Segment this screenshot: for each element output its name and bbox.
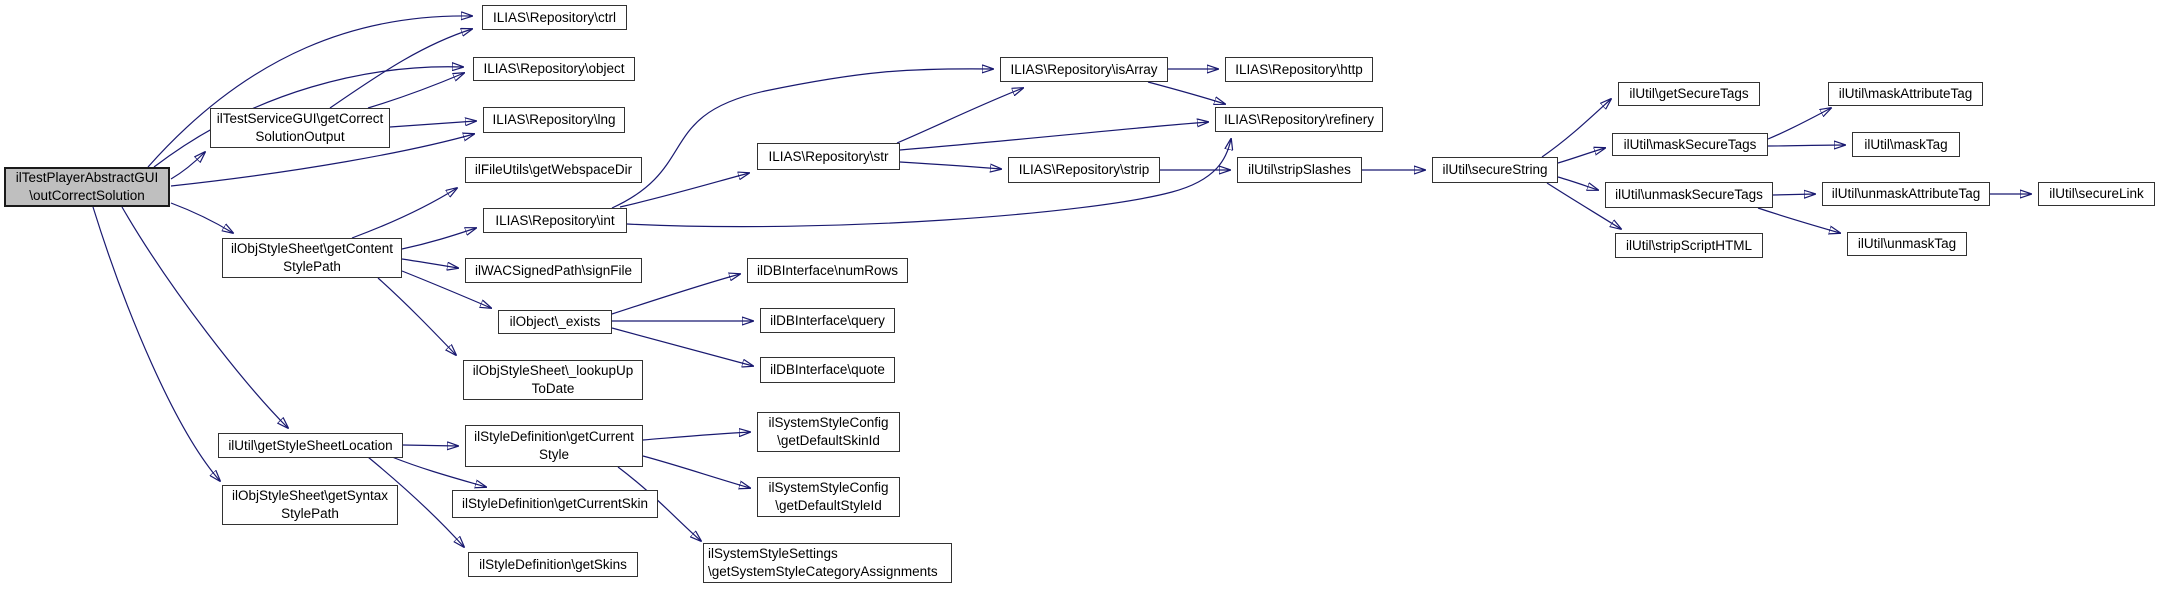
node-mask-secure-tags[interactable]: ilUtil\maskSecureTags [1612,133,1768,156]
node-mask-tag[interactable]: ilUtil\maskTag [1852,132,1960,157]
edge-secureString-unmaskSecureTags [1557,176,1598,190]
edge-secureString-maskSecureTags [1557,148,1605,164]
node-unmask-secure-tags[interactable]: ilUtil\unmaskSecureTags [1605,182,1773,208]
node-get-default-skin-id[interactable]: ilSystemStyleConfig \getDefaultSkinId [757,412,900,452]
edge-getCorrectSolutionOutput-ctrl [329,29,472,109]
edge-exists-numRows [611,274,740,315]
node-get-secure-tags[interactable]: ilUtil\getSecureTags [1618,82,1760,106]
edge-getContentStylePath-getWebspaceDir [351,188,457,239]
node-mask-attribute-tag[interactable]: ilUtil\maskAttributeTag [1828,82,1983,106]
node-lookup-up-to-date[interactable]: ilObjStyleSheet\_lookupUp ToDate [463,360,643,400]
node-get-skins[interactable]: ilStyleDefinition\getSkins [468,552,638,577]
node-repository-ctrl[interactable]: ILIAS\Repository\ctrl [482,5,627,30]
edge-int-isArray [611,69,993,209]
node-get-current-style[interactable]: ilStyleDefinition\getCurrent Style [465,425,643,467]
edge-str-isArray [896,88,1023,144]
node-unmask-tag[interactable]: ilUtil\unmaskTag [1847,232,1967,256]
node-strip-script-html[interactable]: ilUtil\stripScriptHTML [1615,233,1763,258]
edge-isArray-refinery [1147,81,1225,104]
edge-str-strip [899,161,1001,169]
node-db-query[interactable]: ilDBInterface\query [760,308,895,333]
edge-str-refinery [899,122,1208,151]
edge-secureString-getSecureTags [1541,99,1611,158]
edge-getContentStylePath-signFile [401,258,458,268]
edge-getContentStylePath-lookupUpToDate [377,277,456,355]
edge-getStyleSheetLocation-getCurrentStyle [402,445,458,446]
edge-root-getSyntaxStylePath [92,206,220,481]
edge-root-object [153,67,463,168]
edge-getCurrentStyle-getDefaultStyleId [642,455,750,488]
node-repository-http[interactable]: ILIAS\Repository\http [1225,57,1373,82]
edge-exists-quote [611,327,753,366]
edge-getCorrectSolutionOutput-lng [389,121,476,128]
edge-getCurrentStyle-getDefaultSkinId [642,432,750,441]
edge-getContentStylePath-exists [401,270,491,308]
edge-getContentStylePath-int [401,228,476,250]
edge-getCorrectSolutionOutput-object [367,73,464,109]
node-get-default-style-id[interactable]: ilSystemStyleConfig \getDefaultStyleId [757,477,900,517]
edge-int-str [619,173,749,208]
node-object-exists[interactable]: ilObject\_exists [498,310,612,334]
edge-unmaskSecureTags-unmaskTag [1757,207,1840,233]
node-repository-refinery[interactable]: ILIAS\Repository\refinery [1215,107,1383,132]
edge-maskSecureTags-maskAttributeTag [1767,108,1831,140]
node-repository-int[interactable]: ILIAS\Repository\int [483,208,627,233]
edge-getStyleSheetLocation-getCurrentSkin [391,456,486,487]
node-get-content-style-path[interactable]: ilObjStyleSheet\getContent StylePath [222,238,402,278]
node-repository-strip[interactable]: ILIAS\Repository\strip [1008,157,1160,183]
node-repository-str[interactable]: ILIAS\Repository\str [757,143,900,170]
edge-maskSecureTags-maskTag [1767,145,1845,146]
edge-root-getContentStylePath [170,202,233,233]
node-get-system-style-category-assignments[interactable]: ilSystemStyleSettings \getSystemStyleCat… [703,543,952,583]
edge-unmaskSecureTags-unmaskAttributeTag [1772,194,1815,195]
edge-getStyleSheetLocation-getSkins [367,456,464,547]
node-get-style-sheet-location[interactable]: ilUtil\getStyleSheetLocation [218,433,403,458]
node-repository-lng[interactable]: ILIAS\Repository\lng [483,107,625,133]
edge-root-lng [170,134,474,187]
node-db-num-rows[interactable]: ilDBInterface\numRows [747,258,908,283]
node-out-correct-solution[interactable]: ilTestPlayerAbstractGUI \outCorrectSolut… [4,167,170,207]
node-unmask-attribute-tag[interactable]: ilUtil\unmaskAttributeTag [1822,182,1990,206]
node-strip-slashes[interactable]: ilUtil\stripSlashes [1237,157,1362,183]
edge-root-ctrl [147,16,472,168]
node-secure-string[interactable]: ilUtil\secureString [1432,157,1558,183]
node-get-webspace-dir[interactable]: ilFileUtils\getWebspaceDir [465,157,642,183]
node-get-correct-solution-output[interactable]: ilTestServiceGUI\getCorrect SolutionOutp… [210,108,390,148]
edge-getCurrentStyle-getSystemStyleCategoryAssignments [617,466,701,541]
edge-secureString-stripScriptHTML [1546,182,1621,229]
node-secure-link[interactable]: ilUtil\secureLink [2038,182,2155,206]
node-get-syntax-style-path[interactable]: ilObjStyleSheet\getSyntax StylePath [222,485,398,525]
node-db-quote[interactable]: ilDBInterface\quote [760,357,895,383]
node-sign-file[interactable]: ilWACSignedPath\signFile [465,258,642,283]
edge-root-getCorrectSolutionOutput [170,152,205,180]
node-get-current-skin[interactable]: ilStyleDefinition\getCurrentSkin [452,490,658,518]
edge-root-getStyleSheetLocation [121,206,288,428]
node-repository-object[interactable]: ILIAS\Repository\object [473,57,635,81]
node-repository-is-array[interactable]: ILIAS\Repository\isArray [1000,57,1168,82]
